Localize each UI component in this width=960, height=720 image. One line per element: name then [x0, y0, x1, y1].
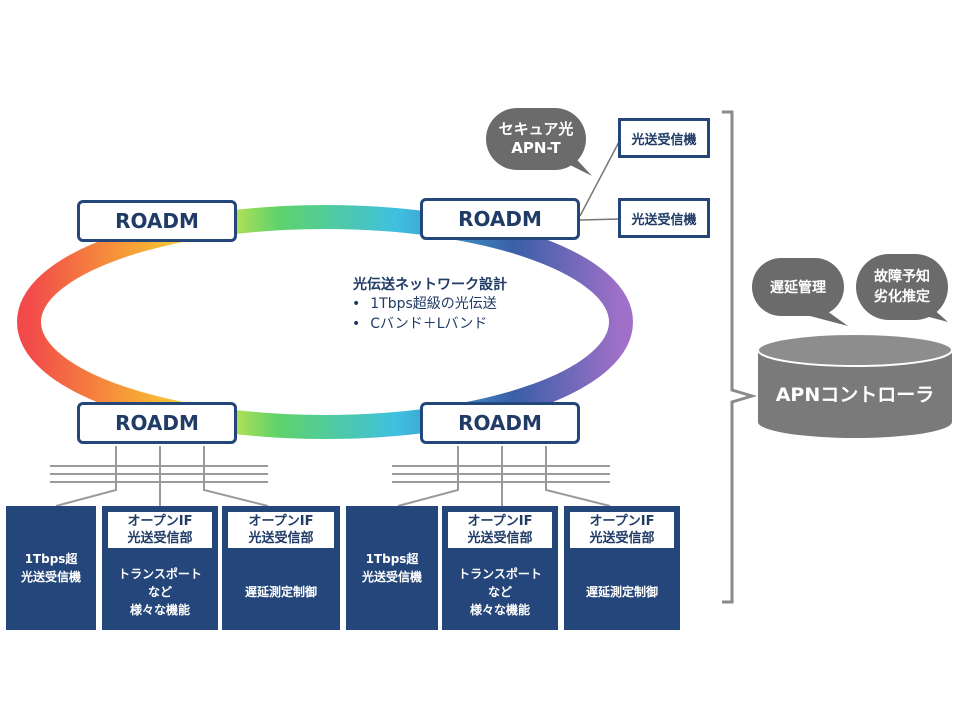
if-head-line: 光送受信部 — [589, 531, 655, 546]
if-head-line: 光送受信部 — [467, 531, 533, 546]
open-if-header: オープンIF 光送受信部 — [568, 510, 676, 550]
tbps-transceiver-box-right[interactable]: 1Tbps超 光送受信機 — [346, 506, 438, 630]
if-body-line: 遅延測定制御 — [244, 585, 317, 599]
open-if-body: 遅延測定制御 — [564, 554, 680, 630]
box-line: 光送受信機 — [20, 570, 81, 584]
roadm-node-bottom-left[interactable]: ROADM — [77, 402, 237, 444]
failure-prediction-bubble: 故障予知 劣化推定 — [856, 254, 948, 320]
box-line: 光送受信機 — [361, 570, 422, 584]
tbps-transceiver-box-left[interactable]: 1Tbps超 光送受信機 — [6, 506, 96, 630]
failure-prediction-line1: 故障予知 — [874, 269, 930, 285]
delay-management-label: 遅延管理 — [770, 280, 826, 296]
if-body-line: 遅延測定制御 — [585, 585, 658, 599]
if-body-line: など — [147, 585, 172, 599]
open-if-body: トランスポート など 様々な機能 — [442, 554, 558, 630]
transceiver-lower[interactable]: 光送受信機 — [618, 198, 710, 238]
secure-apn-bubble: セキュア光 APN-T — [486, 108, 586, 170]
open-if-header: オープンIF 光送受信部 — [106, 510, 214, 550]
bus-left — [50, 446, 269, 507]
if-head-line: オープンIF — [589, 514, 655, 529]
roadm-node-top-right[interactable]: ROADM — [420, 198, 580, 240]
apn-controller-label: APNコントローラ — [775, 384, 935, 406]
optical-ring — [17, 205, 633, 439]
if-head-line: オープンIF — [467, 514, 533, 529]
transceiver-upper[interactable]: 光送受信機 — [618, 118, 710, 158]
ring-bullet: Cバンド＋Lバンド — [352, 314, 497, 334]
if-body-line: など — [487, 585, 512, 599]
ring-bullets: 1Tbps超級の光伝送 Cバンド＋Lバンド — [352, 294, 497, 334]
if-head-line: オープンIF — [127, 514, 193, 529]
if-head-line: 光送受信部 — [248, 531, 314, 546]
if-body-line: 様々な機能 — [469, 603, 530, 617]
open-if-header: オープンIF 光送受信部 — [446, 510, 554, 550]
if-body-line: トランスポート — [118, 567, 202, 581]
if-head-line: オープンIF — [248, 514, 314, 529]
if-body-line: トランスポート — [458, 567, 542, 581]
secure-bubble-line2: APN-T — [511, 139, 561, 157]
box-line: 1Tbps超 — [24, 552, 78, 566]
failure-prediction-line2: 劣化推定 — [874, 289, 930, 305]
connector-line — [579, 218, 621, 221]
roadm-node-bottom-right[interactable]: ROADM — [420, 402, 580, 444]
open-if-header: オープンIF 光送受信部 — [226, 510, 336, 550]
delay-management-bubble: 遅延管理 — [752, 258, 844, 316]
connector-line — [579, 139, 621, 217]
open-if-body: トランスポート など 様々な機能 — [102, 554, 218, 630]
ring-bullet: 1Tbps超級の光伝送 — [352, 294, 497, 314]
apn-controller-cylinder — [757, 333, 953, 438]
open-if-body: 遅延測定制御 — [222, 554, 340, 630]
open-if-delay-box-left[interactable]: オープンIF 光送受信部 遅延測定制御 — [222, 506, 340, 630]
controller-brace — [722, 110, 758, 604]
if-head-line: 光送受信部 — [127, 531, 193, 546]
secure-bubble-line1: セキュア光 — [498, 120, 574, 138]
ring-title: 光伝送ネットワーク設計 — [353, 277, 507, 293]
roadm-node-top-left[interactable]: ROADM — [77, 200, 237, 242]
open-if-transport-box-right[interactable]: オープンIF 光送受信部 トランスポート など 様々な機能 — [442, 506, 558, 630]
box-line: 1Tbps超 — [365, 552, 419, 566]
open-if-delay-box-right[interactable]: オープンIF 光送受信部 遅延測定制御 — [564, 506, 680, 630]
if-body-line: 様々な機能 — [129, 603, 190, 617]
open-if-transport-box-left[interactable]: オープンIF 光送受信部 トランスポート など 様々な機能 — [102, 506, 218, 630]
bus-right — [392, 446, 611, 507]
